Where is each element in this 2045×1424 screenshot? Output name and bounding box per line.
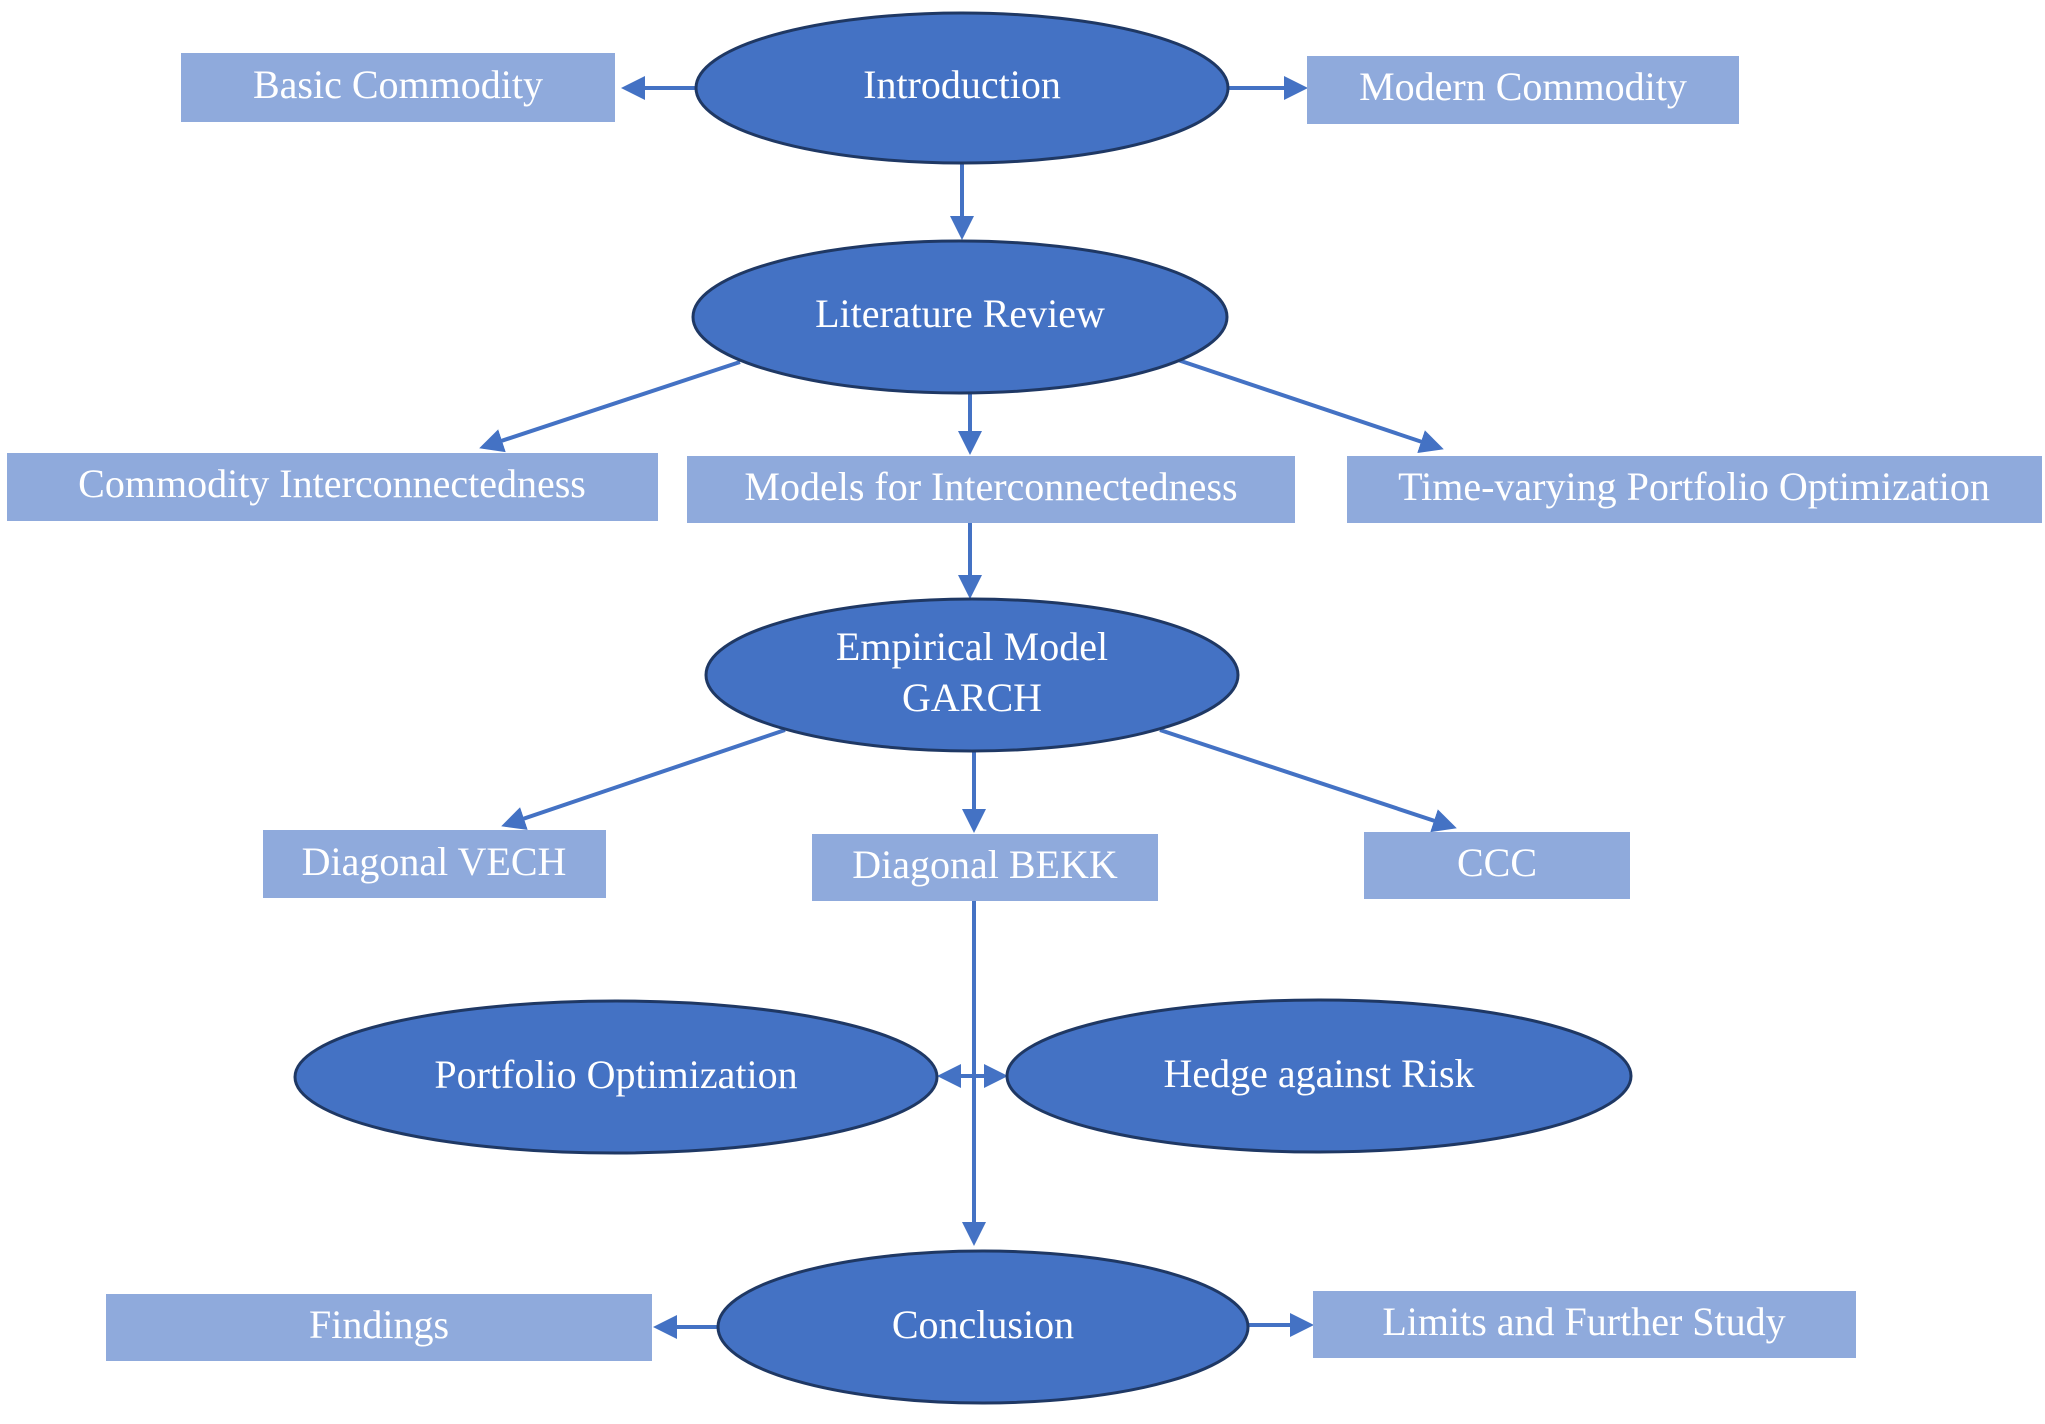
introduction-label: Introduction [863,62,1061,107]
node-conclusion: Conclusion [716,1249,1250,1405]
arrow-literature-review-to-commodity-interconnectedness [479,360,741,453]
node-diagonal-vech: Diagonal VECH [263,830,606,898]
hedge-against-risk-label: Hedge against Risk [1163,1051,1474,1096]
connectors [479,76,1457,1339]
node-empirical-model-garch: Empirical Model GARCH [704,597,1240,753]
node-limits-and-further-study: Limits and Further Study [1313,1291,1856,1358]
literature-review-label: Literature Review [815,291,1105,336]
commodity-interconnectedness-label: Commodity Interconnectedness [78,461,586,506]
basic-commodity-label: Basic Commodity [253,62,543,107]
node-models-for-interconnectedness: Models for Interconnectedness [687,456,1295,523]
ccc-label: CCC [1457,840,1537,885]
conclusion-label: Conclusion [892,1302,1074,1347]
portfolio-optimization-label: Portfolio Optimization [434,1052,797,1097]
limits-and-further-study-label: Limits and Further Study [1382,1299,1785,1344]
node-modern-commodity: Modern Commodity [1307,56,1739,124]
node-literature-review: Literature Review [691,239,1229,395]
arrow-empirical-model-to-diagonal-vech [501,728,786,830]
models-for-interconnectedness-label: Models for Interconnectedness [744,464,1237,509]
node-portfolio-optimization: Portfolio Optimization [293,999,939,1155]
node-ccc: CCC [1364,832,1630,899]
node-commodity-interconnectedness: Commodity Interconnectedness [7,453,658,521]
diagonal-bekk-label: Diagonal BEKK [852,842,1118,887]
node-findings: Findings [106,1294,652,1361]
modern-commodity-label: Modern Commodity [1359,64,1687,109]
node-diagonal-bekk: Diagonal BEKK [812,834,1158,901]
node-introduction: Introduction [694,11,1230,165]
node-basic-commodity: Basic Commodity [181,53,615,122]
findings-label: Findings [309,1302,449,1347]
node-time-varying-portfolio-optimization: Time-varying Portfolio Optimization [1347,456,2042,523]
diagonal-vech-label: Diagonal VECH [302,839,567,884]
empirical-model-label: Empirical Model [836,624,1108,669]
arrow-empirical-model-to-ccc [1159,728,1457,833]
garch-label: GARCH [902,675,1042,720]
time-varying-portfolio-optimization-label: Time-varying Portfolio Optimization [1398,464,1990,509]
node-hedge-against-risk: Hedge against Risk [1005,998,1633,1154]
arrow-literature-review-to-time-varying-portfolio-optimization [1177,358,1444,454]
